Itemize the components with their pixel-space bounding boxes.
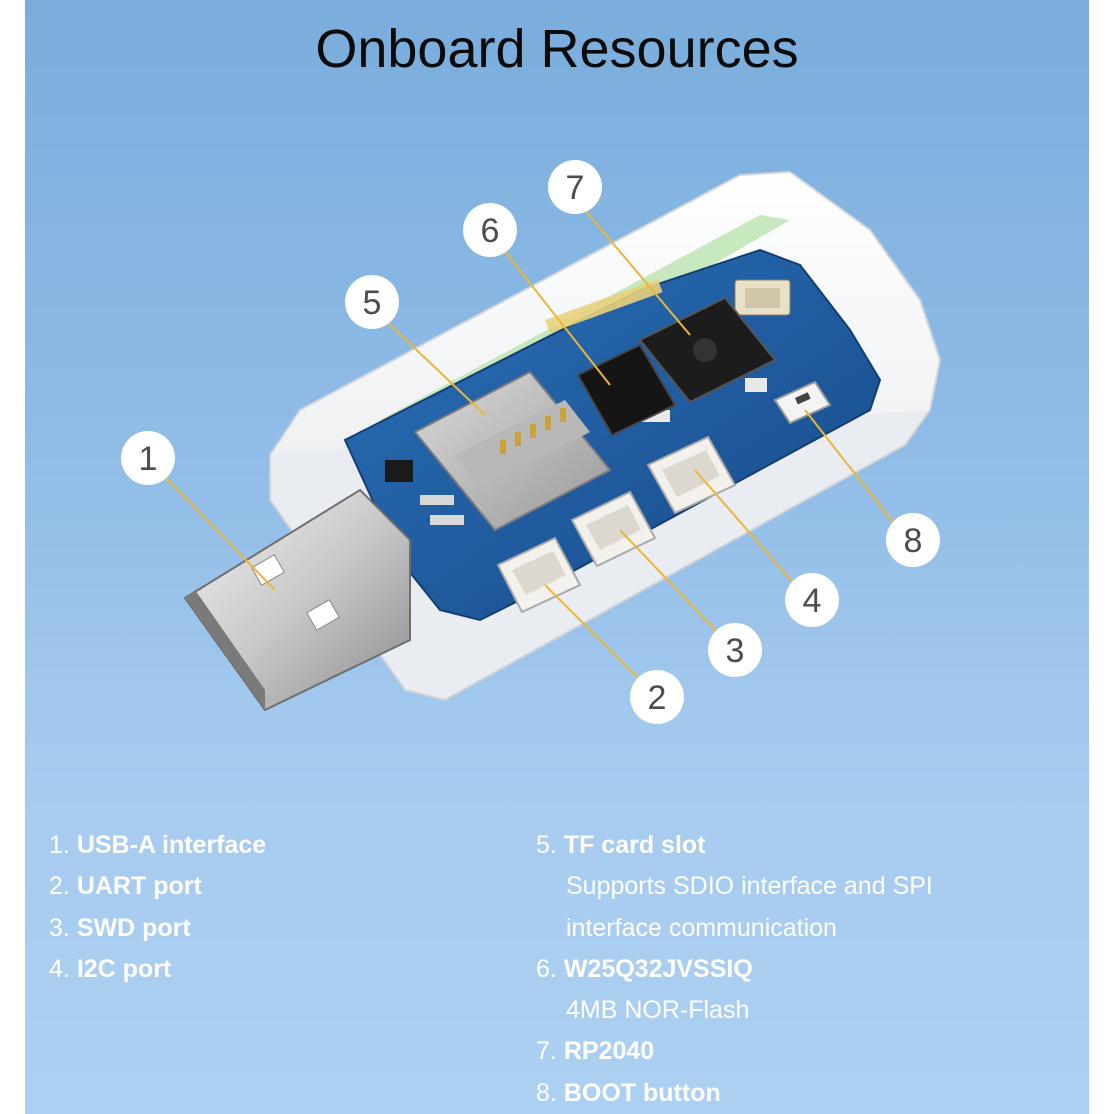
feature-item-5: 5. TF card slot xyxy=(536,831,706,859)
usb-a-plug xyxy=(183,488,411,712)
svg-text:2: 2 xyxy=(648,679,667,717)
boot-button xyxy=(773,380,832,425)
svg-text:3: 3 xyxy=(726,632,745,670)
callout-1: 1 xyxy=(121,431,175,485)
callout-3: 3 xyxy=(708,623,762,677)
flash-chip xyxy=(576,343,677,437)
callout-5: 5 xyxy=(345,275,399,329)
svg-text:8: 8 xyxy=(904,522,923,560)
page-title: Onboard Resources xyxy=(315,19,799,79)
svg-text:5: 5 xyxy=(363,284,382,322)
feature-list-right: 5. TF card slot Supports SDIO interface … xyxy=(536,825,933,1114)
rp2040-chip xyxy=(638,296,777,404)
feature-desc-5-line2: interface communication xyxy=(566,913,837,942)
feature-desc-6-line1: 4MB NOR-Flash xyxy=(566,996,750,1025)
feature-item-3: 3. SWD port xyxy=(49,913,191,942)
svg-text:4: 4 xyxy=(803,582,822,620)
i2c-connector xyxy=(646,435,737,515)
callout-7: 7 xyxy=(548,160,602,214)
swd-connector xyxy=(570,490,657,568)
feature-item-4: 4. I2C port xyxy=(49,954,172,983)
svg-text:1: 1 xyxy=(139,440,158,478)
feature-item-6: 6. W25Q32JVSSIQ xyxy=(536,954,753,983)
feature-item-7: 7. RP2040 xyxy=(536,1037,655,1066)
uart-connector xyxy=(496,536,582,614)
feature-item-8: 8. BOOT button xyxy=(536,1078,721,1107)
feature-desc-5-line1: Supports SDIO interface and SPI xyxy=(566,872,933,901)
callout-circles: 1 2 3 4 5 6 7 8 xyxy=(121,160,940,724)
feature-item-2: 2. UART port xyxy=(49,872,202,901)
background-panel: Onboard Resources xyxy=(25,0,1089,1114)
callout-2: 2 xyxy=(630,670,684,724)
device-illustration: 1 2 3 4 5 6 7 8 xyxy=(121,160,942,724)
callout-4: 4 xyxy=(785,573,839,627)
feature-list-left: 1. USB-A interface 2. UART port 3. SWD p… xyxy=(49,825,266,990)
tf-card-slot xyxy=(413,370,612,532)
svg-text:6: 6 xyxy=(481,212,500,250)
callout-8: 8 xyxy=(886,513,940,567)
svg-text:7: 7 xyxy=(566,169,585,207)
feature-item-1: 1. USB-A interface xyxy=(49,831,267,859)
callout-6: 6 xyxy=(463,203,517,257)
callout-lines xyxy=(165,209,896,681)
